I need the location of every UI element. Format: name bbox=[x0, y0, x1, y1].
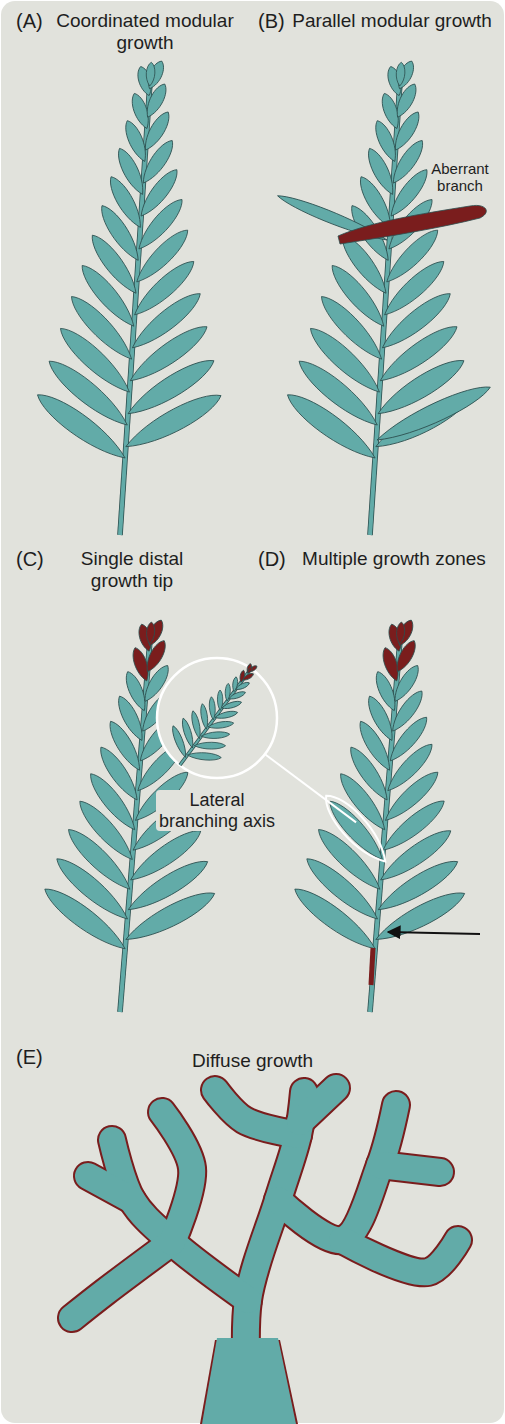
panel-title: Diffuse growth bbox=[130, 1050, 375, 1072]
callout-label: Lateral branching axis bbox=[156, 790, 278, 831]
panel-letter: (C) bbox=[16, 548, 56, 571]
frond bbox=[281, 59, 476, 535]
long-leaflet bbox=[373, 379, 494, 449]
diffuse-thallus bbox=[72, 1088, 458, 1424]
frond bbox=[170, 663, 258, 765]
panel-letter: (B) bbox=[258, 10, 298, 33]
panel-letter: (A) bbox=[16, 10, 56, 33]
panel-title: Multiple growth zones bbox=[294, 548, 494, 570]
highlight-outline bbox=[317, 788, 394, 870]
frond bbox=[289, 618, 469, 1012]
pointer-arrow bbox=[388, 932, 480, 934]
panel-title: Single distal growth tip bbox=[52, 548, 212, 592]
frond bbox=[31, 59, 226, 535]
panel-title: Parallel modular growth bbox=[292, 10, 492, 32]
inset-circle bbox=[157, 658, 277, 778]
panel-letter: (E) bbox=[16, 1046, 56, 1069]
callout-label: Aberrant branch bbox=[420, 160, 500, 195]
growth-zone bbox=[371, 948, 373, 985]
aberrant-branch bbox=[338, 205, 486, 244]
panel-title: Coordinated modular growth bbox=[50, 10, 240, 54]
panel-letter: (D) bbox=[258, 548, 298, 571]
